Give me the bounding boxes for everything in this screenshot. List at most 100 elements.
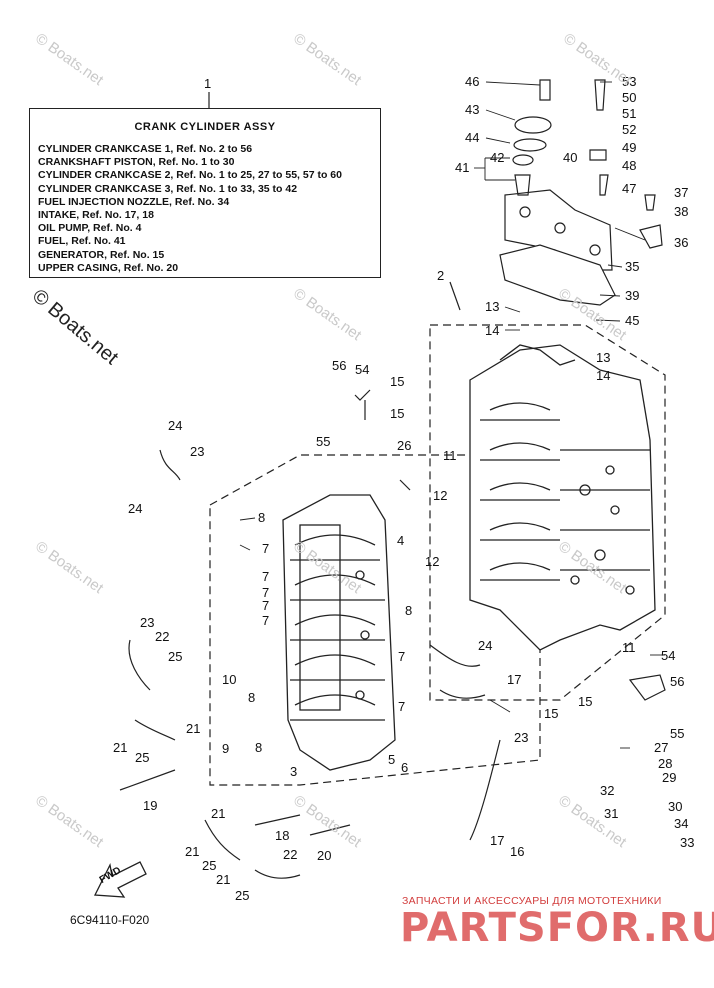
callout: 18 <box>275 828 289 843</box>
callout: 8 <box>255 740 262 755</box>
callout: 36 <box>674 235 688 250</box>
callout: 4 <box>397 533 404 548</box>
callout: 39 <box>625 288 639 303</box>
legend-line: UPPER CASING, Ref. No. 20 <box>38 261 179 274</box>
callout: 34 <box>674 816 688 831</box>
legend-line: GENERATOR, Ref. No. 15 <box>38 248 165 261</box>
crankcase-left <box>282 494 396 771</box>
callout: 19 <box>143 798 157 813</box>
callout: 12 <box>425 554 439 569</box>
callout: 33 <box>680 835 694 850</box>
callout: 2 <box>437 268 444 283</box>
callout: 8 <box>258 510 265 525</box>
callout: 40 <box>563 150 577 165</box>
callout: 14 <box>596 368 610 383</box>
callout: 56 <box>332 358 346 373</box>
callout: 21 <box>216 872 230 887</box>
bolts <box>119 479 411 836</box>
diagram-code: 6C94110-F020 <box>70 913 150 927</box>
callout: 46 <box>465 74 479 89</box>
callout: 56 <box>670 674 684 689</box>
callout: 17 <box>490 833 504 848</box>
fwd-arrow-icon <box>93 861 147 898</box>
legend-title: CRANK CYLINDER ASSY <box>134 121 276 133</box>
legend-line: FUEL, Ref. No. 41 <box>38 235 126 248</box>
callout: 45 <box>625 313 639 328</box>
callout: 38 <box>674 204 688 219</box>
callout: 47 <box>622 181 636 196</box>
callout: 15 <box>390 406 404 421</box>
callout: 54 <box>355 362 369 377</box>
callout: 29 <box>662 770 676 785</box>
callout: 55 <box>316 434 330 449</box>
legend-line: OIL PUMP, Ref. No. 4 <box>38 222 142 235</box>
callout: 25 <box>202 858 216 873</box>
callout: 48 <box>622 158 636 173</box>
legend-line: FUEL INJECTION NOZZLE, Ref. No. 34 <box>38 195 230 208</box>
callout: 28 <box>658 756 672 771</box>
callout: 24 <box>478 638 492 653</box>
callout: 27 <box>654 740 668 755</box>
callout: 30 <box>668 799 682 814</box>
callout: 21 <box>113 740 127 755</box>
callout: 8 <box>248 690 255 705</box>
callout: 35 <box>625 259 639 274</box>
callout: 7 <box>262 598 269 613</box>
callout: 22 <box>155 629 169 644</box>
callout: 23 <box>514 730 528 745</box>
legend-ref-number: 1 <box>204 76 212 91</box>
callout-numbers: 46 43 44 42 41 53 50 51 52 49 48 47 40 3… <box>113 74 694 903</box>
callout: 6 <box>401 760 408 775</box>
crankcase-right <box>469 344 656 651</box>
callout: 42 <box>490 150 504 165</box>
callout: 54 <box>661 648 675 663</box>
top-cover-plates <box>499 79 663 306</box>
hoses <box>128 389 666 879</box>
callout: 44 <box>465 130 479 145</box>
callout: 12 <box>433 488 447 503</box>
callout: 55 <box>670 726 684 741</box>
callout: 25 <box>168 649 182 664</box>
callout: 23 <box>140 615 154 630</box>
callout: 21 <box>211 806 225 821</box>
callout: 41 <box>455 160 469 175</box>
callout: 7 <box>398 649 405 664</box>
callout: 13 <box>485 299 499 314</box>
callout: 11 <box>622 640 636 655</box>
callout: 24 <box>128 501 142 516</box>
legend-lines: CYLINDER CRANKCASE 1, Ref. No. 2 to 56 C… <box>38 143 342 275</box>
callout: 13 <box>596 350 610 365</box>
callout: 7 <box>262 613 269 628</box>
callout: 10 <box>222 672 236 687</box>
callout: 51 <box>622 106 636 121</box>
callout: 15 <box>390 374 404 389</box>
callout: 21 <box>186 721 200 736</box>
callout: 26 <box>397 438 411 453</box>
brand-logo: PARTSFOR.RU <box>400 905 714 951</box>
callout: 20 <box>317 848 331 863</box>
callout: 7 <box>262 585 269 600</box>
callout: 15 <box>544 706 558 721</box>
callout: 5 <box>388 752 395 767</box>
legend-line: CRANKSHAFT PISTON, Ref. No. 1 to 30 <box>38 156 235 169</box>
callout: 37 <box>674 185 688 200</box>
callout: 9 <box>222 741 229 756</box>
callout: 3 <box>290 764 297 779</box>
callout: 43 <box>465 102 479 117</box>
callout: 7 <box>262 541 269 556</box>
assembly-outline-left <box>209 454 541 786</box>
callout: 16 <box>510 844 524 859</box>
leader-lines <box>239 81 665 749</box>
legend-line: CYLINDER CRANKCASE 1, Ref. No. 2 to 56 <box>38 143 253 155</box>
callout: 49 <box>622 140 636 155</box>
callout: 7 <box>262 569 269 584</box>
callout: 25 <box>235 888 249 903</box>
callout: 15 <box>578 694 592 709</box>
callout: 50 <box>622 90 636 105</box>
callout: 21 <box>185 844 199 859</box>
callout: 23 <box>190 444 204 459</box>
callout: 22 <box>283 847 297 862</box>
callout: 25 <box>135 750 149 765</box>
callout: 31 <box>604 806 618 821</box>
legend-line: CYLINDER CRANKCASE 3, Ref. No. 1 to 33, … <box>38 182 298 195</box>
